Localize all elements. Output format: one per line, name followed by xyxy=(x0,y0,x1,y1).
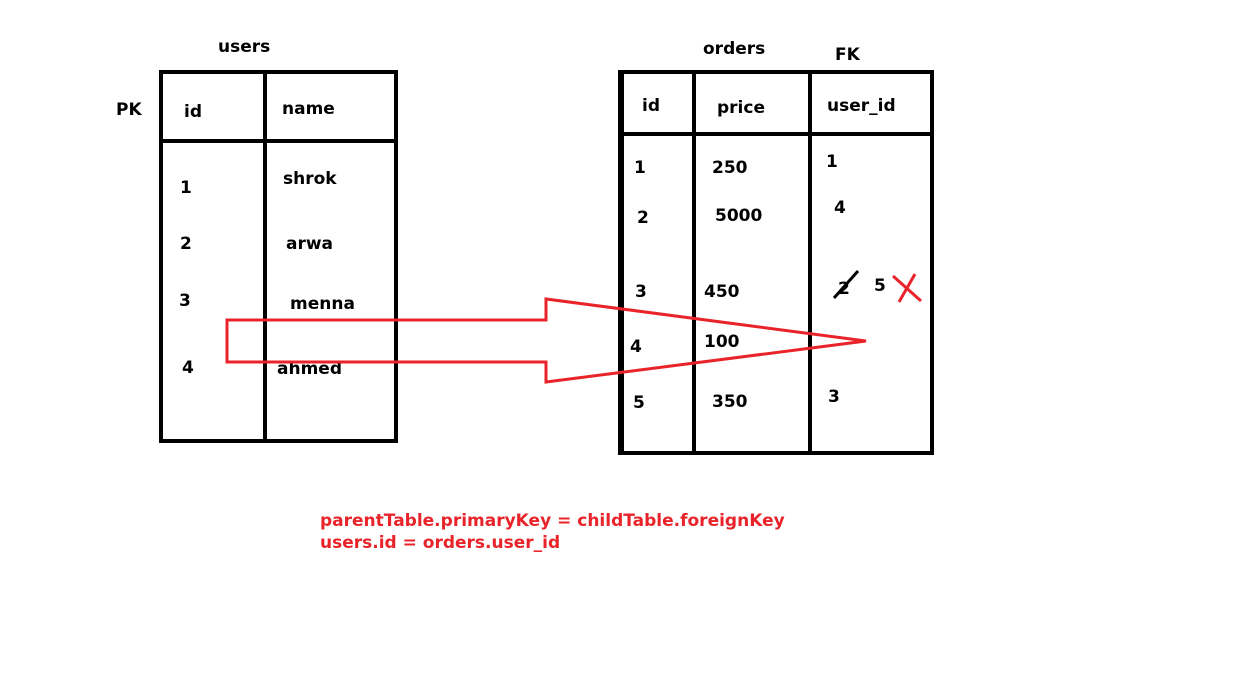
orders-column-divider-1 xyxy=(692,70,696,455)
orders-row-4-id: 4 xyxy=(630,337,642,357)
orders-header-price: price xyxy=(717,98,765,118)
orders-row-2-price: 5000 xyxy=(715,206,763,226)
orders-row-1-price: 250 xyxy=(712,158,748,178)
users-row-2-id: 2 xyxy=(180,234,192,254)
formula-example: users.id = orders.user_id xyxy=(320,533,561,553)
users-table xyxy=(159,70,398,443)
orders-row-2-user-id: 4 xyxy=(834,198,846,218)
orders-column-divider-2 xyxy=(808,70,812,455)
orders-row-5-price: 350 xyxy=(712,392,748,412)
users-row-3-id: 3 xyxy=(179,291,191,311)
users-table-title: users xyxy=(218,37,271,57)
orders-row-1-user-id: 1 xyxy=(826,152,838,172)
orders-row-5-id: 5 xyxy=(633,393,645,413)
orders-row-3-user-id: 5 xyxy=(874,276,886,296)
fk-label: FK xyxy=(835,45,860,65)
users-header-id: id xyxy=(184,102,202,122)
users-row-4-name: ahmed xyxy=(277,359,342,379)
orders-row-4-price: 100 xyxy=(704,332,740,352)
users-row-1-id: 1 xyxy=(180,178,192,198)
users-column-divider xyxy=(263,70,267,443)
users-row-4-id: 4 xyxy=(182,358,194,378)
orders-header-id: id xyxy=(642,96,660,116)
users-row-3-name: menna xyxy=(290,294,355,314)
orders-row-2-id: 2 xyxy=(637,208,649,228)
pk-label: PK xyxy=(116,100,142,120)
orders-header-user-id: user_id xyxy=(827,96,896,116)
formula-general: parentTable.primaryKey = childTable.fore… xyxy=(320,511,785,531)
users-row-1-name: shrok xyxy=(283,169,337,189)
relationship-arrow xyxy=(225,297,867,384)
orders-header-divider xyxy=(618,132,934,136)
invalid-x-icon xyxy=(892,273,922,303)
orders-row-5-user-id: 3 xyxy=(828,387,840,407)
orders-table-title: orders xyxy=(703,39,766,59)
orders-table xyxy=(618,70,934,455)
users-header-name: name xyxy=(282,99,335,119)
orders-row-1-id: 1 xyxy=(634,158,646,178)
orders-row-3-price: 450 xyxy=(704,282,740,302)
users-header-divider xyxy=(159,139,398,143)
orders-row-3-id: 3 xyxy=(635,282,647,302)
users-row-2-name: arwa xyxy=(286,234,334,254)
strike-through-mark xyxy=(832,270,860,299)
